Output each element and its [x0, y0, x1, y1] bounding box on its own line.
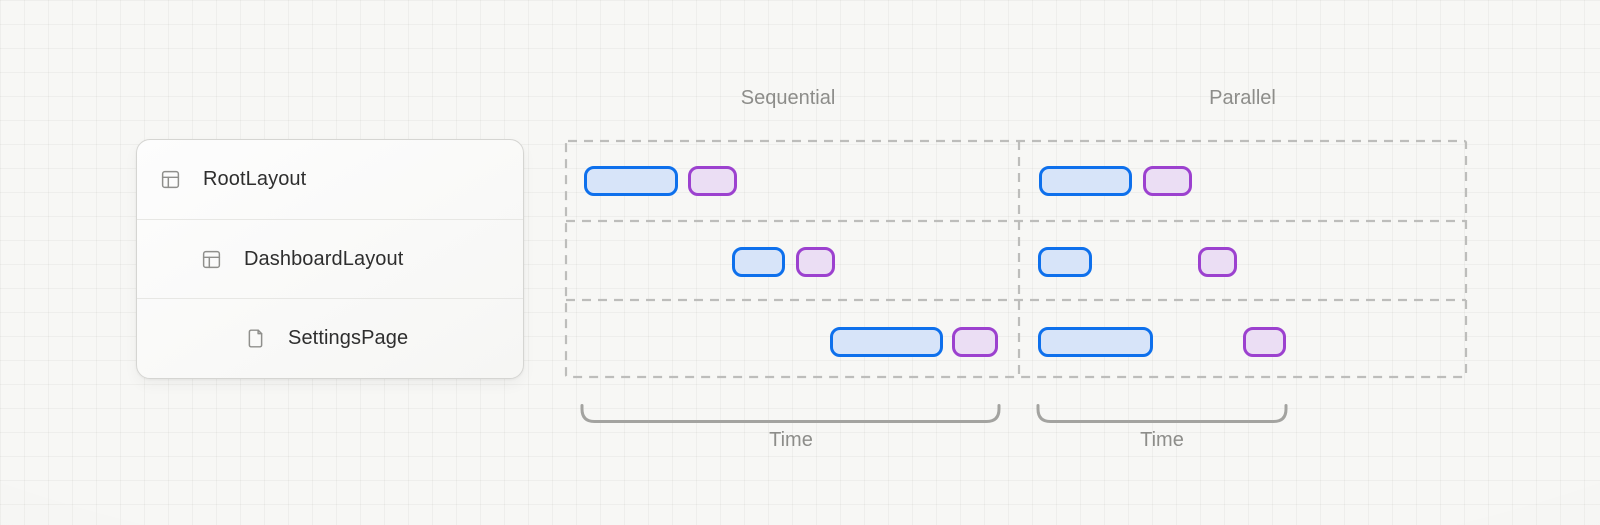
- time-bracket-sequential: [580, 404, 1001, 423]
- time-label-sequential: Time: [769, 429, 813, 451]
- sequential-title: Sequential: [740, 87, 836, 109]
- fetch-bar: [732, 247, 785, 277]
- fetch-bar: [1039, 166, 1132, 196]
- timeline-outer-box: [564, 139, 1468, 379]
- render-bar: [1243, 327, 1286, 357]
- file-icon: [245, 328, 266, 349]
- component-tree-card: RootLayout DashboardLayout SettingsPage: [136, 139, 524, 379]
- render-bar: [1198, 247, 1237, 277]
- parallel-title: Parallel: [1209, 87, 1276, 109]
- time-label-parallel: Time: [1140, 429, 1184, 451]
- fetch-bar: [1038, 247, 1092, 277]
- tree-item-label: RootLayout: [203, 167, 307, 190]
- fetch-bar: [830, 327, 943, 357]
- layout-icon: [160, 169, 181, 190]
- render-bar: [1143, 166, 1192, 196]
- layout-icon: [201, 249, 222, 270]
- render-bar: [796, 247, 835, 277]
- time-bracket-parallel: [1036, 404, 1288, 423]
- tree-item-label: SettingsPage: [288, 327, 409, 350]
- tree-item-settingspage: SettingsPage: [137, 299, 523, 378]
- render-bar: [952, 327, 998, 357]
- fetch-bar: [1038, 327, 1153, 357]
- tree-item-dashboardlayout: DashboardLayout: [137, 220, 523, 300]
- render-bar: [688, 166, 737, 196]
- tree-item-rootlayout: RootLayout: [137, 140, 523, 220]
- tree-item-label: DashboardLayout: [244, 247, 404, 270]
- fetch-bar: [584, 166, 678, 196]
